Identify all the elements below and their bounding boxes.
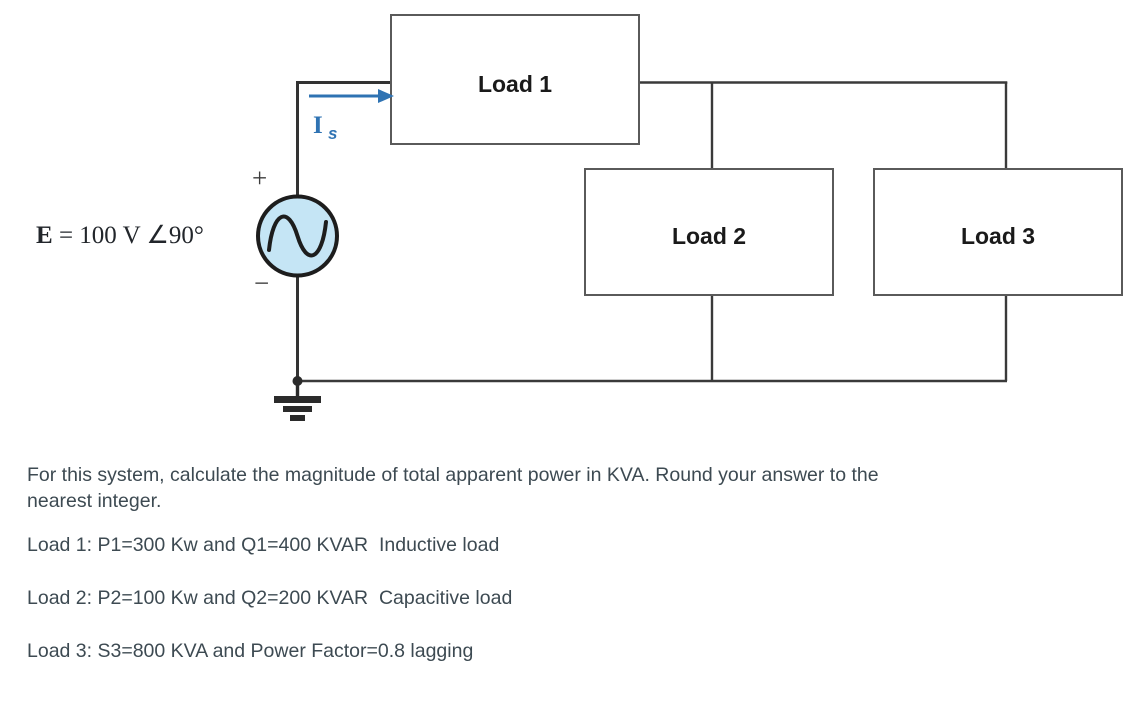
sine-wave-icon — [267, 214, 328, 258]
plus-sign: + — [252, 163, 267, 193]
wires — [296, 81, 1008, 383]
load-box-3: Load 3 — [873, 168, 1123, 296]
current-label-subscript: s — [328, 124, 337, 143]
question-text-block: For this system, calculate the magnitude… — [27, 462, 1027, 664]
current-label-i: I — [313, 112, 323, 139]
ac-voltage-source — [256, 194, 339, 278]
load-2-label: Load 2 — [672, 223, 746, 249]
question-prompt: For this system, calculate the magnitude… — [27, 464, 879, 512]
current-arrow-is: I s — [309, 89, 394, 143]
source-polarity: + − — [252, 163, 269, 298]
circuit-schematic: Load 1 Load 2 Load 3 I s — [36, 14, 1123, 421]
load-spec-line-2: Load 2: P2=100 Kw and Q2=200 KVAR Capaci… — [27, 587, 513, 609]
source-voltage-symbol: E — [36, 222, 53, 249]
ground-bar-3 — [290, 415, 305, 421]
load-1-label: Load 1 — [478, 71, 552, 97]
source-voltage-label: E = 100 V ∠90° — [36, 222, 204, 249]
ground-bar-2 — [283, 406, 312, 412]
circuit-diagram-figure: Load 1 Load 2 Load 3 I s — [36, 14, 1123, 421]
ground-bar-1 — [274, 396, 321, 403]
load-spec-line-3: Load 3: S3=800 KVA and Power Factor=0.8 … — [27, 640, 474, 662]
earth-ground-icon — [274, 376, 321, 421]
load-spec-line-1: Load 1: P1=300 Kw and Q1=400 KVAR Induct… — [27, 534, 500, 556]
source-voltage-value: = 100 V ∠90° — [53, 222, 204, 249]
current-arrow-head — [378, 89, 394, 103]
minus-sign: − — [254, 268, 269, 298]
load-3-label: Load 3 — [961, 223, 1035, 249]
load-box-2: Load 2 — [584, 168, 834, 296]
load-box-1: Load 1 — [390, 14, 640, 145]
